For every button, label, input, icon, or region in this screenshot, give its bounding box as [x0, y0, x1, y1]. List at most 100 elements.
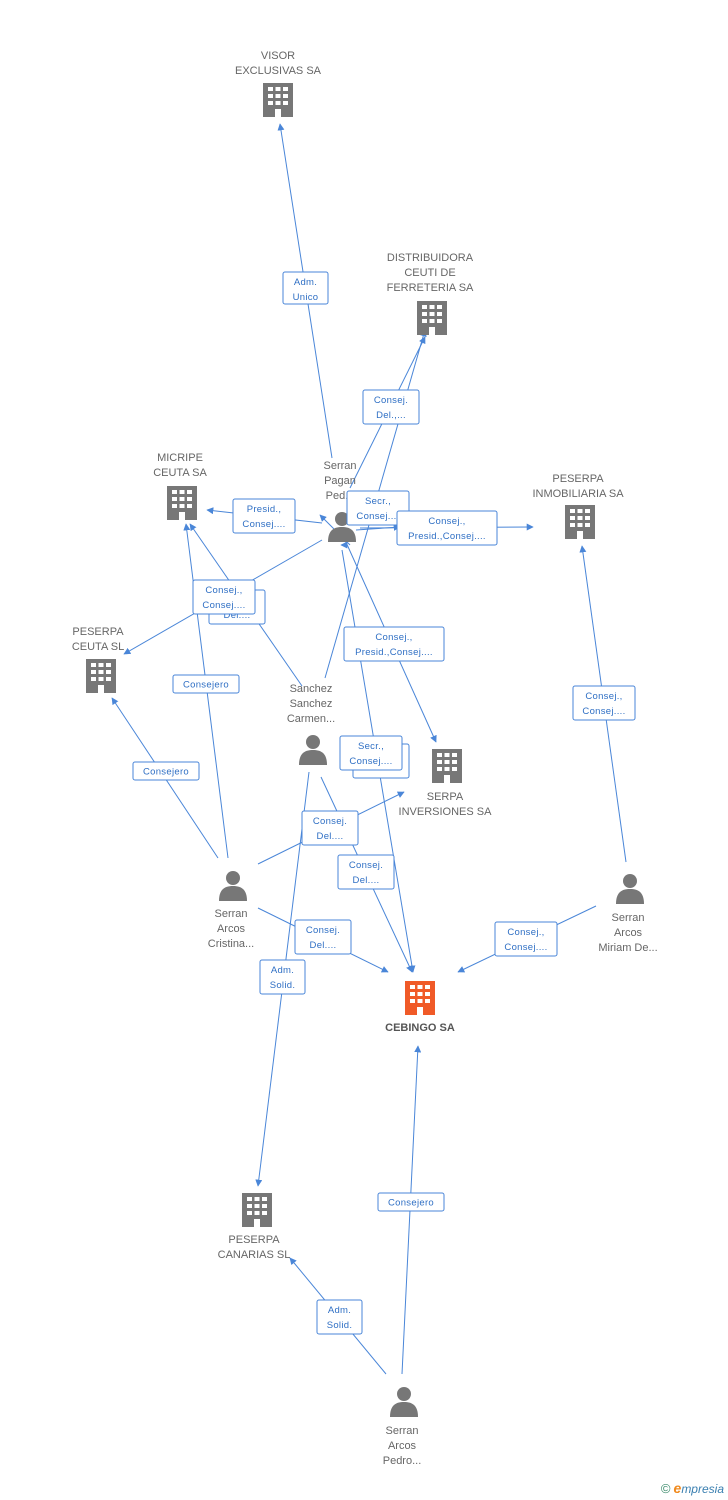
edge-label-box: [294, 919, 352, 955]
edge-label-text: Consej.,: [428, 516, 465, 527]
edge-label-e11[interactable]: Secr.,Consej....: [339, 735, 403, 771]
edge-label-box: [301, 810, 359, 846]
edge-label-text: Solid.: [327, 1320, 353, 1331]
edge-label-e9[interactable]: Consejero: [132, 761, 200, 781]
building-icon: [417, 301, 447, 335]
node-cebingo[interactable]: CEBINGO SA: [385, 981, 455, 1034]
building-icon: [263, 83, 293, 117]
edge-label-text: Consejero: [183, 680, 229, 691]
brand-name: mpresia: [681, 1482, 724, 1496]
node-label-sanchez: Sanchez: [290, 683, 333, 695]
copyright-symbol: ©: [660, 1481, 671, 1496]
edge-label-e14[interactable]: Consej.Del....: [294, 919, 352, 955]
edge-label-text: Secr.,: [365, 496, 391, 507]
node-label-serran_cristina: Serran: [214, 908, 247, 920]
node-serran_pedro[interactable]: SerranArcosPedro...: [383, 1387, 422, 1467]
edge-label-text: Consej.: [349, 860, 383, 871]
edge-label-text: Presid.,Consej....: [355, 647, 433, 658]
edge-label-e5[interactable]: Consej., Presid.,Consej....: [396, 510, 498, 546]
node-visor[interactable]: VISOR EXCLUSIVAS SA: [235, 50, 322, 117]
node-label-sanchez: Carmen...: [287, 713, 335, 725]
node-distribuidora[interactable]: DISTRIBUIDORA CEUTI DE FERRETERIA SA: [387, 252, 474, 335]
edge-label-e18[interactable]: Adm. Solid.: [316, 1299, 363, 1335]
node-label-serran_miriam: Serran: [611, 912, 644, 924]
building-icon: [432, 749, 462, 783]
building-icon: [167, 486, 197, 520]
edge-label-box: [282, 271, 329, 305]
node-micripe[interactable]: MICRIPE CEUTA SA: [153, 452, 207, 520]
edge-label-text: Consej....: [202, 600, 245, 611]
node-label-peserpa_ceuta: CEUTA SL: [72, 641, 124, 653]
edge-label-e4[interactable]: Secr.,Consej....: [346, 490, 410, 526]
edge-label-box: [232, 498, 296, 534]
edge-label-text: Del....: [353, 875, 380, 886]
node-label-distribuidora: FERRETERIA SA: [387, 282, 474, 294]
edge-label-e2[interactable]: Consej.Del.,...: [362, 389, 420, 425]
edge-label-text: Del....: [317, 831, 344, 842]
edge-label-e3[interactable]: Presid.,Consej....: [232, 498, 296, 534]
edge-label-e16[interactable]: Adm.Solid.: [259, 959, 306, 995]
node-label-serran_pedro: Arcos: [388, 1440, 417, 1452]
node-label-peserpa_ceuta: PESERPA: [72, 626, 124, 638]
node-label-visor: VISOR: [261, 50, 295, 62]
edge-label-text: Consej.,: [375, 632, 412, 643]
edge-label-text: Unico: [293, 292, 319, 303]
edge-label-e6[interactable]: Consej., Consej....: [192, 579, 256, 615]
edge-label-e17[interactable]: Consejero: [377, 1192, 445, 1212]
edge-label-box: [572, 685, 636, 721]
edge-label-e7[interactable]: Consej., Presid.,Consej....: [343, 626, 445, 662]
edge-label-text: Consej.: [306, 925, 340, 936]
edge-label-text: Solid.: [270, 980, 296, 991]
edge-label-box: [362, 389, 420, 425]
edge-label-e1[interactable]: Adm. Unico: [282, 271, 329, 305]
edge-label-box: [377, 1192, 445, 1212]
edge-label-box: [259, 959, 306, 995]
edge-label-box: [337, 854, 395, 890]
edge-label-text: Consej.,: [585, 691, 622, 702]
edge-label-e13[interactable]: Consej. Del....: [337, 854, 395, 890]
edge-label-e12[interactable]: Consej.Del....: [301, 810, 359, 846]
building-icon: [565, 505, 595, 539]
edge-label-e8[interactable]: Consejero: [172, 674, 240, 694]
node-label-distribuidora: CEUTI DE: [404, 267, 455, 279]
node-label-visor: EXCLUSIVAS SA: [235, 65, 322, 77]
node-label-micripe: MICRIPE: [157, 452, 203, 464]
edge-label-box: [346, 490, 410, 526]
edge-label-e15[interactable]: Consej., Consej....: [494, 921, 558, 957]
node-label-serran_pagan: Pagan: [324, 475, 356, 487]
edge-label-box: [494, 921, 558, 957]
edge-label-e10[interactable]: Consej.,Consej....: [572, 685, 636, 721]
edge-label-box: [343, 626, 445, 662]
node-label-cebingo: CEBINGO SA: [385, 1022, 455, 1034]
node-label-peserpa_canarias: CANARIAS SL: [218, 1249, 291, 1261]
building-icon: [405, 981, 435, 1015]
edge-label-text: Adm.: [328, 1305, 351, 1316]
edge-label-box: [316, 1299, 363, 1335]
node-label-serran_miriam: Miriam De...: [598, 942, 657, 954]
building-icon: [86, 659, 116, 693]
edge-label-text: Consej....: [504, 942, 547, 953]
edge-label-text: Consej.,: [205, 585, 242, 596]
edge-label-text: Consej.,: [507, 927, 544, 938]
edge-label-box: [132, 761, 200, 781]
edge-label-text: Secr.,: [358, 741, 384, 752]
edge-label-text: Consejero: [388, 1198, 434, 1209]
edge-label-box: [396, 510, 498, 546]
node-peserpa_ceuta[interactable]: PESERPA CEUTA SL: [72, 626, 124, 693]
node-sanchez[interactable]: SanchezSanchezCarmen...: [287, 683, 335, 765]
node-label-distribuidora: DISTRIBUIDORA: [387, 252, 474, 264]
nodes-layer: VISOR EXCLUSIVAS SA DISTRIBUIDORA CEUTI DE F…: [72, 50, 658, 1467]
node-serran_cristina[interactable]: SerranArcosCristina...: [208, 871, 254, 950]
edge-label-text: Consejero: [143, 767, 189, 778]
edge-label-text: Consej.: [374, 395, 408, 406]
person-icon: [616, 874, 644, 904]
node-label-serran_cristina: Cristina...: [208, 938, 254, 950]
node-label-micripe: CEUTA SA: [153, 467, 207, 479]
edge-label-text: Presid.,Consej....: [408, 531, 486, 542]
edge-label-text: Adm.: [294, 277, 317, 288]
